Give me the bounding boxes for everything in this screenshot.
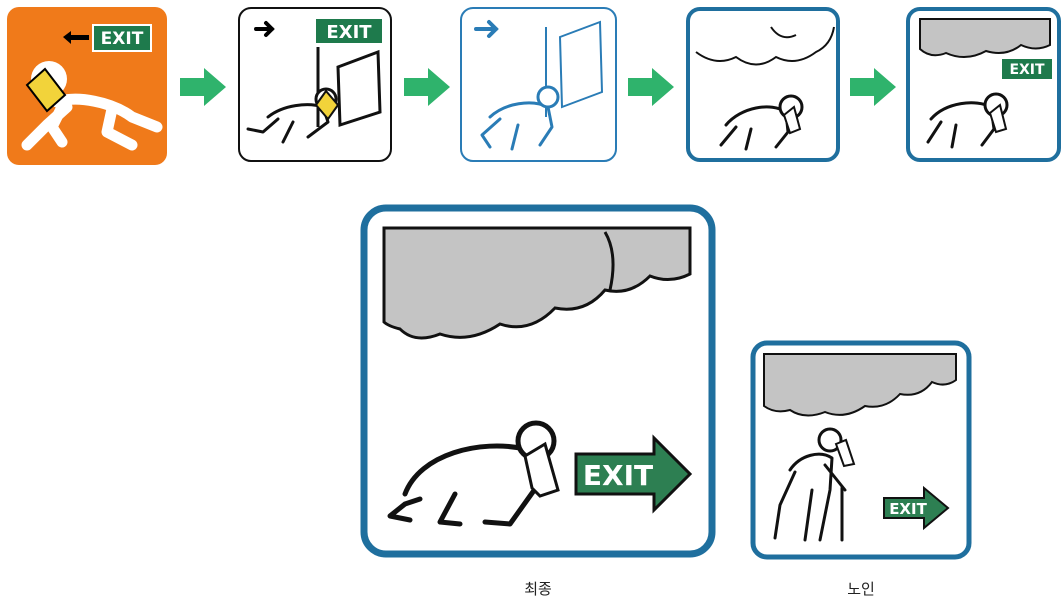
next-step-arrow-icon (404, 68, 450, 106)
crawling-person-smoke-exit-icon: EXIT (906, 7, 1061, 162)
step-4-smoke-icon (686, 7, 840, 162)
next-step-arrow-icon (628, 68, 674, 106)
elderly-icon: EXIT (750, 340, 972, 560)
exit-sign-label: EXIT (583, 459, 653, 492)
elderly-person-cane-smoke-exit-icon: EXIT (750, 340, 972, 560)
crawling-person-icon: EXIT (7, 7, 167, 165)
next-step-arrow-icon (180, 68, 226, 106)
step-3-blue-outline-icon (460, 7, 617, 162)
exit-sign-label: EXIT (101, 29, 144, 49)
step-5-smoke-exit-icon: EXIT (906, 7, 1061, 162)
step-2-outline-icon: EXIT (238, 7, 392, 162)
step-1-orange-icon: EXIT (7, 7, 167, 165)
exit-sign-label: EXIT (1009, 62, 1045, 78)
crawling-person-door-icon (460, 7, 617, 162)
crawling-person-door-icon: EXIT (238, 7, 392, 162)
crawling-person-smoke-exit-icon: EXIT (360, 204, 716, 558)
crawling-person-smoke-icon (686, 7, 840, 162)
elderly-caption: 노인 (831, 578, 891, 599)
final-icon: EXIT (360, 204, 716, 558)
final-caption: 최종 (508, 578, 568, 599)
exit-sign-label: EXIT (326, 22, 372, 43)
exit-sign-label: EXIT (889, 500, 927, 518)
next-step-arrow-icon (850, 68, 896, 106)
